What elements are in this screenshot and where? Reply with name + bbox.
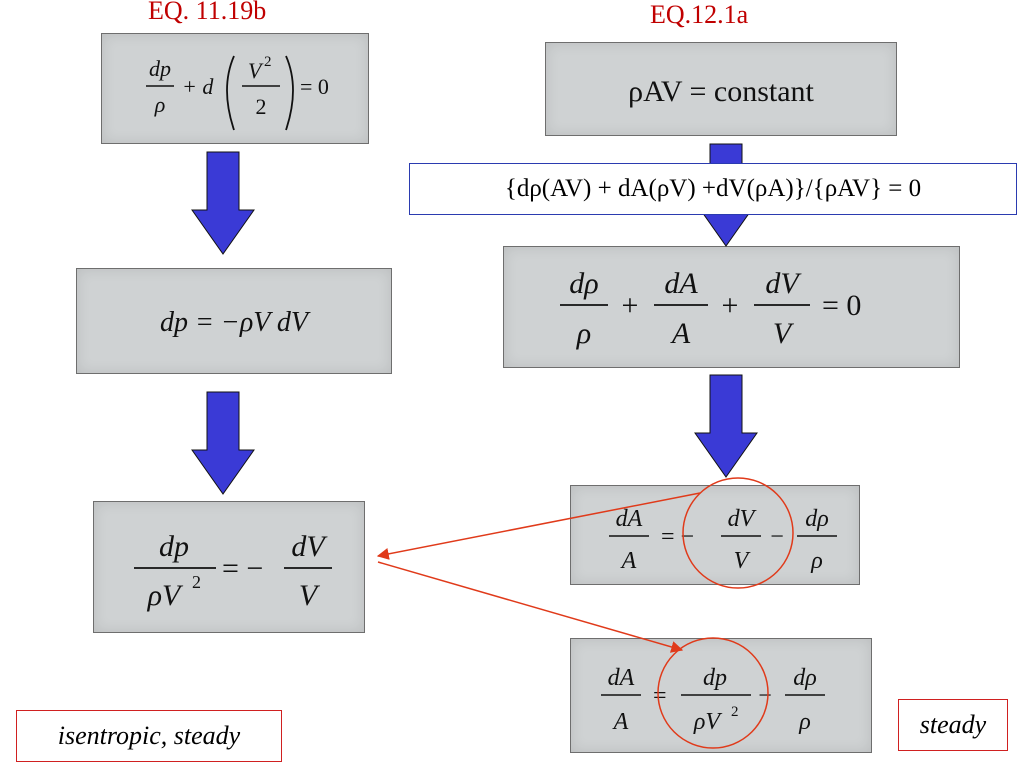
eq5-da: dA bbox=[664, 267, 698, 300]
eq1-v: V bbox=[248, 58, 264, 83]
eq6-rho: ρ bbox=[810, 548, 823, 574]
down-arrow-left-2 bbox=[191, 391, 255, 495]
eq6-equals-minus: = − bbox=[661, 524, 694, 550]
condition-label-steady-text: steady bbox=[919, 710, 987, 739]
eq7-drho: dρ bbox=[793, 665, 817, 691]
eq5-rho: ρ bbox=[576, 317, 591, 350]
eq5-drho: dρ bbox=[569, 267, 598, 300]
down-arrow-right-2 bbox=[694, 374, 758, 478]
eq6-dv: dV bbox=[728, 506, 757, 532]
eq7-exp: 2 bbox=[731, 704, 739, 720]
eq6-v: V bbox=[734, 548, 751, 574]
eq6-a: A bbox=[620, 548, 637, 574]
eq5-equals-zero: = 0 bbox=[822, 289, 861, 322]
eq6-da: dA bbox=[616, 506, 643, 532]
eq3-rhov: ρV bbox=[147, 579, 184, 612]
eq5-plus-2: + bbox=[722, 289, 739, 322]
equation-momentum: dp = −ρV dV bbox=[76, 268, 392, 374]
condition-label-isentropic-steady: isentropic, steady bbox=[16, 710, 282, 762]
eq7-minus: − bbox=[758, 683, 772, 709]
eq1-two: 2 bbox=[256, 94, 267, 119]
eq5-dv: dV bbox=[765, 267, 802, 300]
equation-continuity: ρAV = constant bbox=[545, 42, 897, 136]
condition-label-steady: steady bbox=[898, 699, 1008, 751]
eq7-equals: = bbox=[653, 683, 667, 709]
eq6-minus: − bbox=[770, 524, 784, 550]
eq5-plus-1: + bbox=[622, 289, 639, 322]
equation-bernoulli-differential: dp ρ + d V 2 2 = 0 bbox=[101, 33, 369, 144]
eq3-v: V bbox=[299, 579, 321, 612]
eq1-plus-d: + d bbox=[182, 74, 214, 99]
eq3-dp: dp bbox=[159, 530, 189, 563]
eq7-da: dA bbox=[608, 665, 635, 691]
left-title: EQ. 11.19b bbox=[148, 0, 267, 25]
eq5-a: A bbox=[670, 317, 691, 350]
eq1-exp: 2 bbox=[264, 54, 272, 70]
eq7-a: A bbox=[612, 709, 629, 735]
eq7-dp: dp bbox=[703, 665, 727, 691]
eq3-exp: 2 bbox=[192, 572, 201, 592]
equation-continuity-differential: dρ ρ + dA A + dV V = 0 bbox=[503, 246, 960, 368]
equation-pressure-velocity: dp ρV 2 = − dV V bbox=[93, 501, 365, 633]
eq5-v: V bbox=[773, 317, 795, 350]
eq2-text: dp = −ρV dV bbox=[160, 307, 311, 338]
eq1-rho: ρ bbox=[154, 92, 166, 117]
eq6-drho: dρ bbox=[805, 506, 829, 532]
eq7-rhov: ρV bbox=[693, 709, 723, 735]
eq1-dp: dp bbox=[149, 56, 171, 81]
right-title: EQ.12.1a bbox=[650, 0, 749, 29]
eq4-text: ρAV = constant bbox=[628, 75, 814, 108]
eq3-equals-minus: = − bbox=[222, 552, 263, 585]
down-arrow-left-1 bbox=[191, 151, 255, 255]
eq1-equals-zero: = 0 bbox=[300, 74, 329, 99]
derived-equation-box: {dρ(AV) + dA(ρV) +dV(ρA)}/{ρAV} = 0 bbox=[409, 163, 1017, 215]
condition-label-isentropic-steady-text: isentropic, steady bbox=[57, 721, 241, 750]
eq7-rho: ρ bbox=[798, 709, 811, 735]
equation-area-pressure: dA A = dp ρV 2 − dρ ρ bbox=[570, 638, 872, 753]
eq3-dv: dV bbox=[291, 530, 328, 563]
equation-area-velocity: dA A = − dV V − dρ ρ bbox=[570, 485, 860, 585]
derived-equation-text: {dρ(AV) + dA(ρV) +dV(ρA)}/{ρAV} = 0 bbox=[504, 175, 922, 202]
